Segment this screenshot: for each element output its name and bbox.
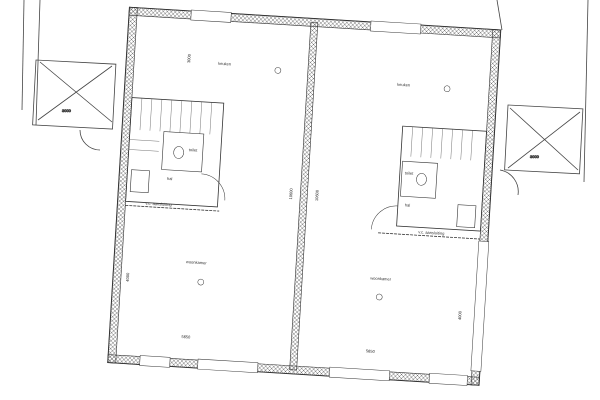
neighbor-right: 3000 (496, 0, 589, 196)
dim-right-depth: 10600 (314, 189, 320, 201)
left-toilet-label: toilet (189, 147, 199, 153)
left-kitchen-label: keuken (218, 61, 231, 67)
party-wall (289, 22, 319, 371)
left-meter-label: v.c. aansluiting (145, 201, 171, 208)
building: toilet hal v.c. aansluiting toilet hal v… (107, 6, 502, 386)
right-meter-label: v.c. aansluiting (418, 229, 444, 236)
neighbor-left: 3000 (21, 0, 117, 151)
right-kitchen-label: keuken (397, 82, 410, 88)
dim-left-depth: 10600 (288, 187, 294, 199)
light-fixture-icons (197, 67, 451, 301)
dim-left-kitchen: 3000 (186, 53, 192, 63)
left-hall-label: hal (167, 176, 173, 181)
left-living-label: woonkamer (186, 259, 208, 265)
right-toilet-label: toilet (405, 170, 415, 176)
dim-right-shed: 3000 (530, 154, 540, 159)
dim-right-window: 5650 (366, 348, 376, 354)
right-living-label: woonkamer (370, 275, 392, 281)
dim-left-shed: 3000 (62, 108, 72, 113)
right-hall-label: hal (405, 202, 411, 207)
dim-left-height: 4000 (125, 272, 131, 282)
dim-left-window: 5650 (181, 334, 191, 340)
dim-right-height: 4000 (457, 310, 463, 320)
